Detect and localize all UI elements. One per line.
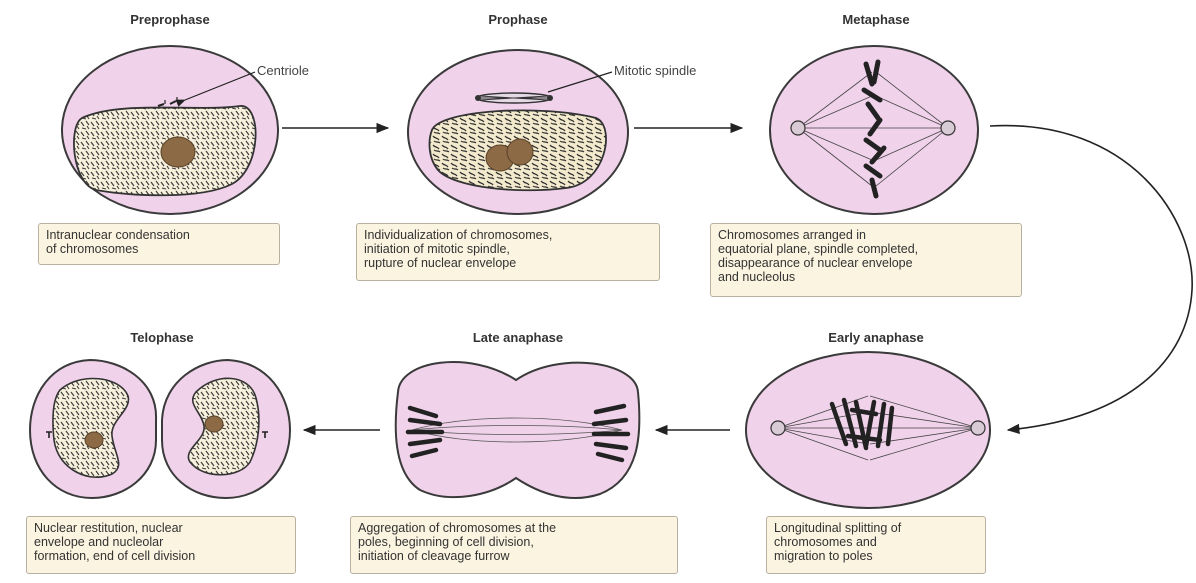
mitotic-spindle-icon xyxy=(475,93,553,103)
caption-line: poles, beginning of cell division, xyxy=(358,535,670,549)
early-anaphase-cell xyxy=(746,352,990,508)
caption-line: formation, end of cell division xyxy=(34,549,288,563)
caption-line: chromosomes and xyxy=(774,535,978,549)
caption-line: migration to poles xyxy=(774,549,978,563)
prophase-nucleolus-2 xyxy=(507,139,533,165)
mitotic-spindle-label: Mitotic spindle xyxy=(614,63,696,78)
early-anaphase-caption: Longitudinal splitting of chromosomes an… xyxy=(766,516,986,574)
prophase-title: Prophase xyxy=(448,12,588,27)
early-anaphase-title: Early anaphase xyxy=(796,330,956,345)
caption-line: of chromosomes xyxy=(46,242,272,256)
caption-line: and nucleolus xyxy=(718,270,1014,284)
caption-line: initiation of cleavage furrow xyxy=(358,549,670,563)
metaphase-caption: Chromosomes arranged in equatorial plane… xyxy=(710,223,1022,297)
late-anaphase-caption: Aggregation of chromosomes at the poles,… xyxy=(350,516,678,574)
prophase-caption: Individualization of chromosomes, initia… xyxy=(356,223,660,281)
prophase-cell xyxy=(408,50,628,214)
caption-line: equatorial plane, spindle completed, xyxy=(718,242,1014,256)
late-anaphase-cell xyxy=(396,362,640,498)
caption-line: Intranuclear condensation xyxy=(46,228,272,242)
caption-line: Longitudinal splitting of xyxy=(774,521,978,535)
metaphase-title: Metaphase xyxy=(806,12,946,27)
caption-line: envelope and nucleolar xyxy=(34,535,288,549)
caption-line: Individualization of chromosomes, xyxy=(364,228,652,242)
telophase-caption: Nuclear restitution, nuclear envelope an… xyxy=(26,516,296,574)
caption-line: rupture of nuclear envelope xyxy=(364,256,652,270)
caption-line: Nuclear restitution, nuclear xyxy=(34,521,288,535)
caption-line: disappearance of nuclear envelope xyxy=(718,256,1014,270)
preprophase-caption: Intranuclear condensation of chromosomes xyxy=(38,223,280,265)
late-anaphase-title: Late anaphase xyxy=(438,330,598,345)
caption-line: Chromosomes arranged in xyxy=(718,228,1014,242)
preprophase-nucleolus xyxy=(161,137,195,167)
centriole-label: Centriole xyxy=(257,63,309,78)
telophase-cells xyxy=(30,360,290,498)
metaphase-cell xyxy=(770,46,978,214)
preprophase-cell xyxy=(62,46,278,214)
telophase-title: Telophase xyxy=(92,330,232,345)
preprophase-title: Preprophase xyxy=(100,12,240,27)
caption-line: Aggregation of chromosomes at the xyxy=(358,521,670,535)
caption-line: initiation of mitotic spindle, xyxy=(364,242,652,256)
